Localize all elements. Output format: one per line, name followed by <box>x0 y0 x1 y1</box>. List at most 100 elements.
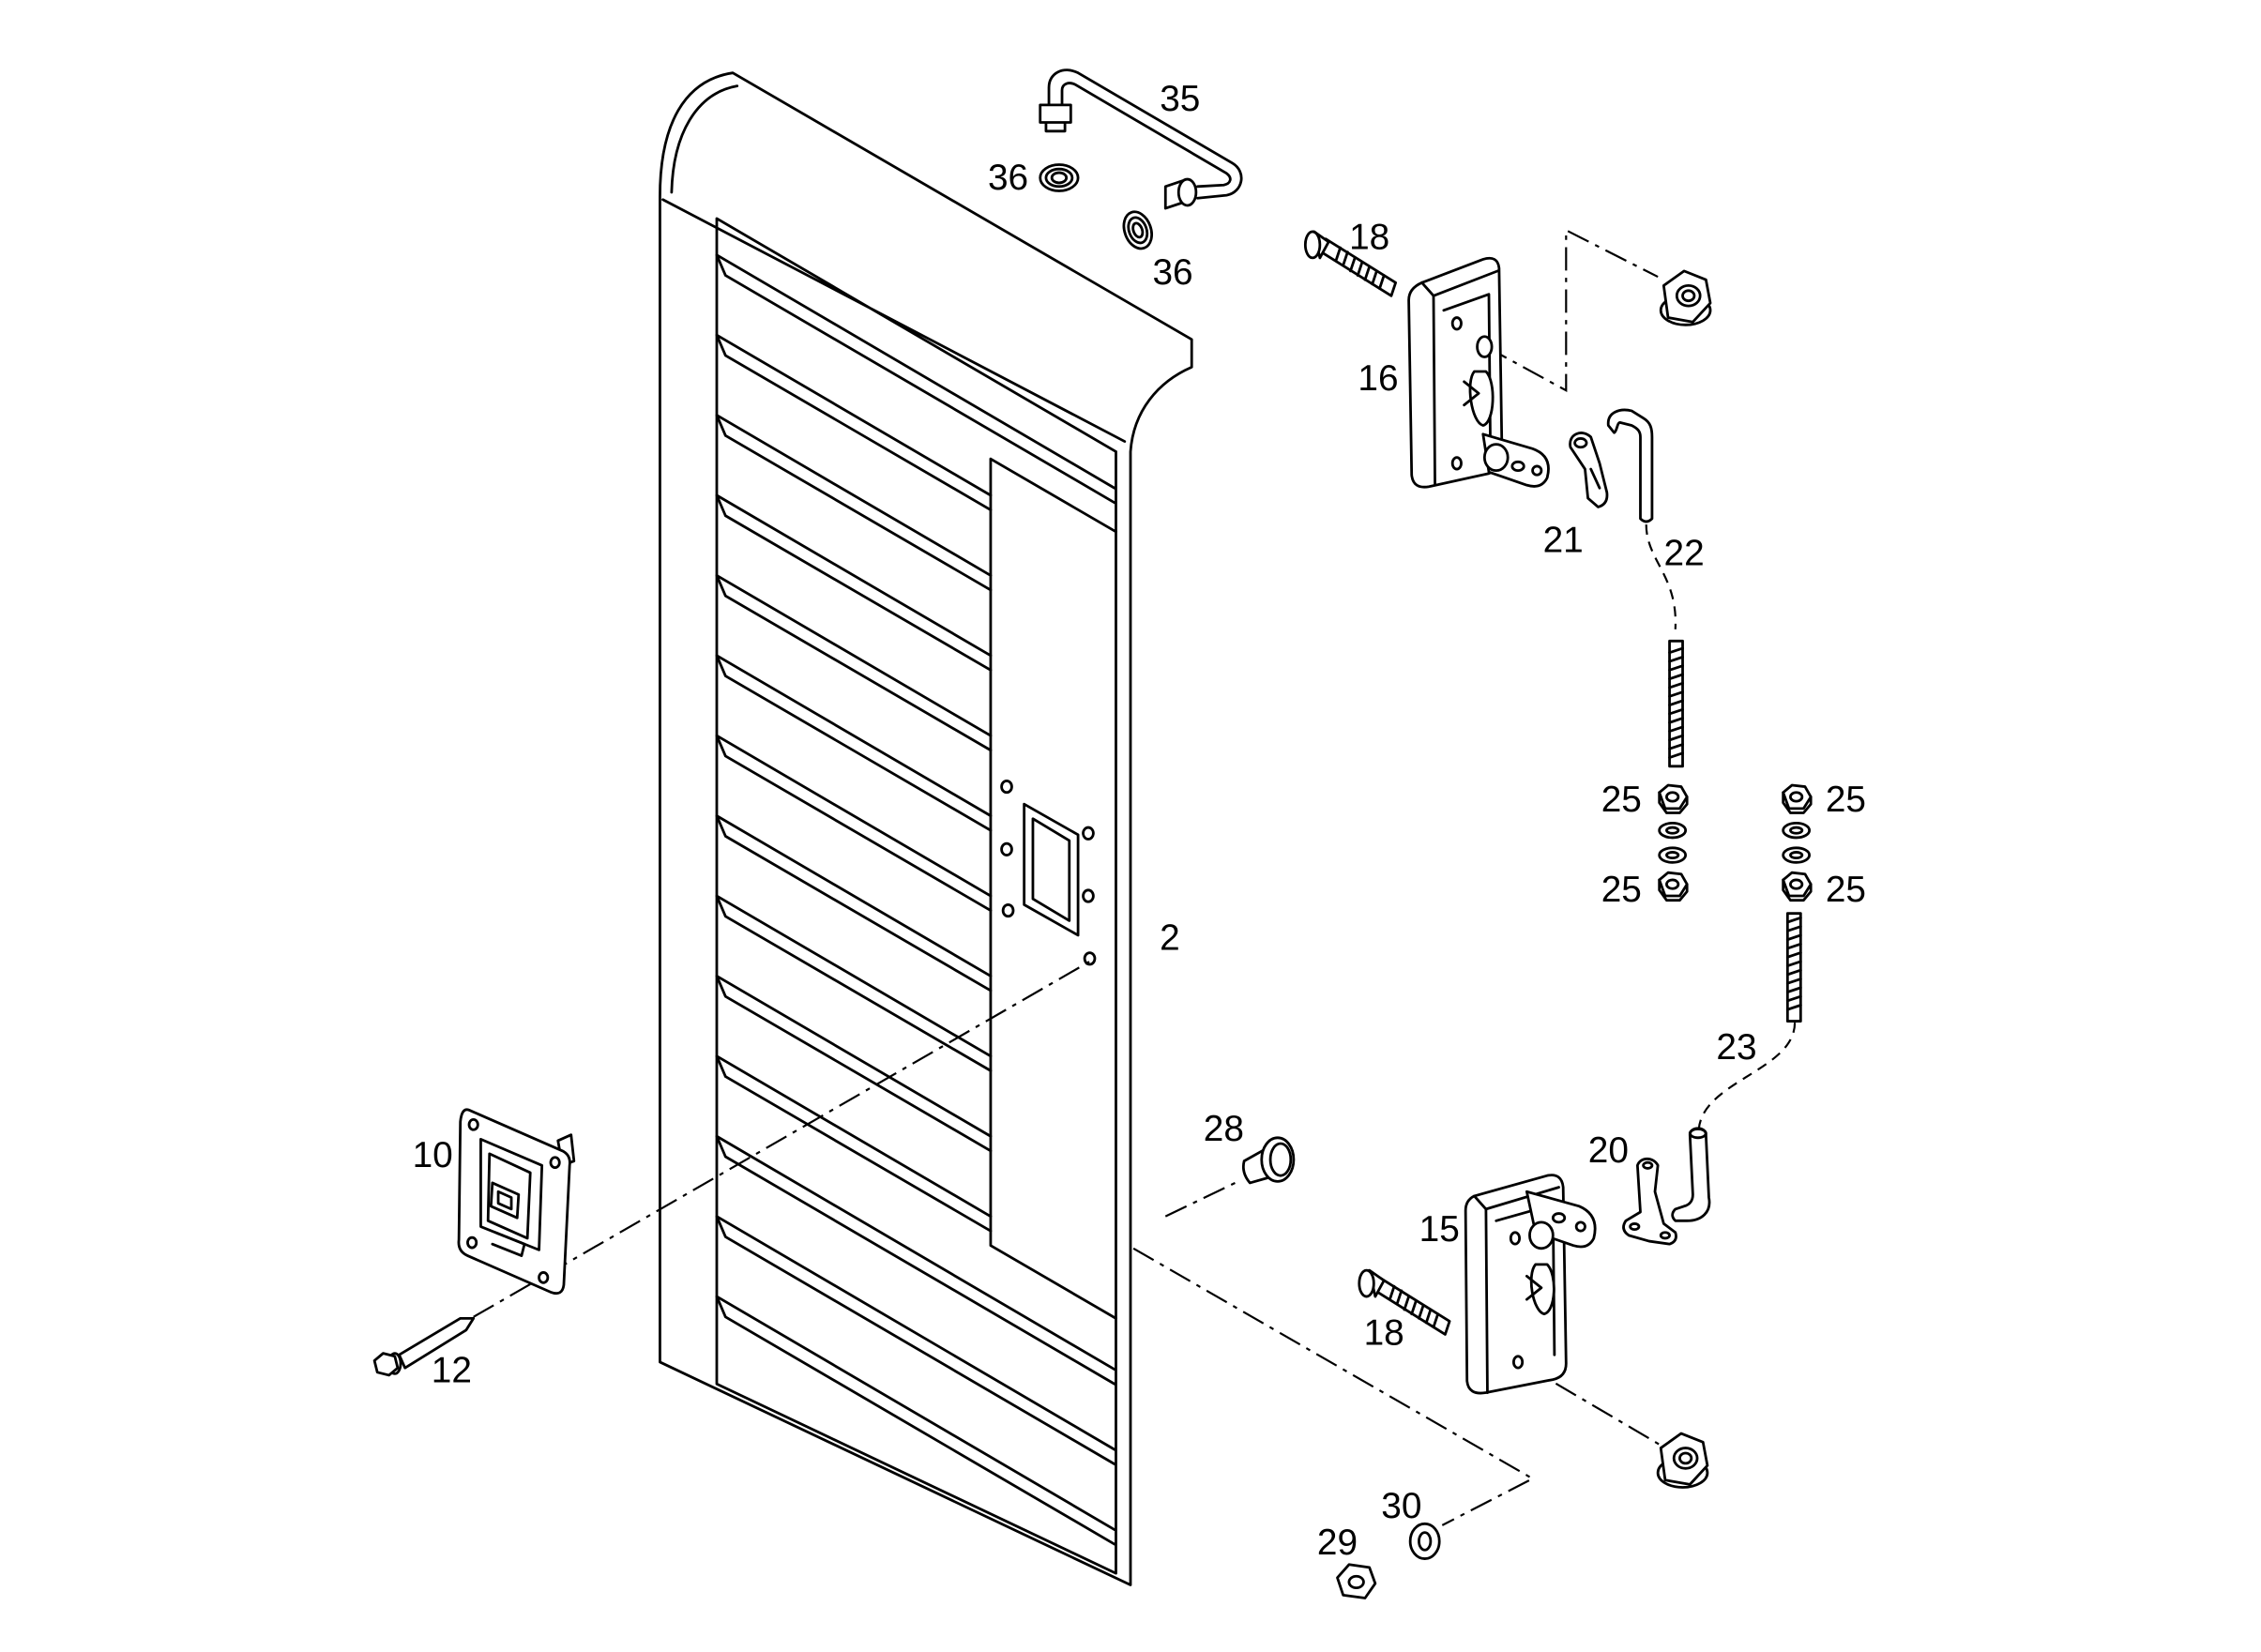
mounting-hole <box>1000 841 1013 856</box>
lever-pin <box>1528 1220 1555 1250</box>
bolt-thread <box>1388 1284 1440 1329</box>
lock-hole <box>1450 456 1463 471</box>
callout-23: 23 <box>1716 1027 1756 1068</box>
bolt-thread <box>1334 246 1386 290</box>
bolt-shank <box>398 1316 476 1370</box>
louver-slat <box>715 414 993 592</box>
nut-side <box>1782 791 1813 814</box>
louver-slat <box>715 814 993 993</box>
washer-hole <box>1050 171 1069 185</box>
nut <box>1782 871 1813 898</box>
mounting-hole <box>1082 888 1095 903</box>
door-outline <box>659 71 1193 1586</box>
clip-body <box>1569 432 1609 508</box>
mounting-hole <box>1001 902 1015 918</box>
washer-hole <box>1665 826 1680 835</box>
clip-hole <box>1629 1222 1641 1232</box>
rod-end <box>1688 1128 1707 1140</box>
lock-notch <box>1463 380 1480 407</box>
flange-nut-upper <box>1659 269 1712 326</box>
callout-22: 22 <box>1663 534 1704 574</box>
tube-body <box>1047 68 1243 200</box>
lever-hole <box>1574 1220 1586 1233</box>
washer-hole <box>1789 826 1804 835</box>
lock-hole <box>1511 1355 1525 1370</box>
leader-lines <box>473 228 1797 1526</box>
callout-2: 2 <box>1160 917 1180 958</box>
callout-21: 21 <box>1543 521 1584 561</box>
leader-line-washer <box>1132 1247 1535 1526</box>
door-panel <box>659 71 1193 1586</box>
leader-line-latch <box>473 960 1091 1318</box>
plate-hole <box>538 1271 550 1284</box>
washer-hole <box>1665 851 1680 860</box>
nut-hole <box>1789 878 1804 890</box>
bolt-head <box>1303 230 1322 260</box>
callout-25-lower-right: 25 <box>1826 870 1866 910</box>
lever-pin <box>1482 443 1510 473</box>
door-edge-lines <box>661 84 1127 1575</box>
leader-line-rod-upper <box>1645 524 1677 629</box>
lock-body-lower <box>1464 1174 1597 1395</box>
nut <box>1658 783 1689 811</box>
part-callouts: 35 36 36 18 16 21 22 25 25 25 25 2 23 28… <box>413 79 1866 1563</box>
callout-30: 30 <box>1381 1486 1421 1526</box>
nut-hole <box>1675 284 1702 308</box>
nut-stack-left <box>1658 783 1689 902</box>
louver-slat <box>715 493 993 672</box>
callout-25-upper-left: 25 <box>1601 780 1642 820</box>
flange-nut-lower <box>1656 1432 1709 1489</box>
latch-handle-detail <box>491 1190 526 1257</box>
washer <box>1658 821 1688 840</box>
callout-18-upper: 18 <box>1349 218 1389 258</box>
rod-thread <box>1668 646 1684 759</box>
nut <box>1782 783 1813 811</box>
nut-hole <box>1665 878 1680 890</box>
washer-hole <box>1418 1531 1433 1552</box>
washer-30 <box>1408 1522 1441 1560</box>
lever-hole <box>1510 460 1525 473</box>
nut-hex <box>1662 269 1712 324</box>
callout-20: 20 <box>1588 1130 1629 1171</box>
nut-29 <box>1336 1563 1377 1599</box>
louver-slat <box>715 1054 993 1233</box>
callout-29: 29 <box>1317 1523 1358 1563</box>
handle-recess <box>1023 802 1080 937</box>
nut-hole <box>1347 1574 1365 1590</box>
nut-hex <box>1659 1432 1709 1486</box>
plate-hole <box>549 1156 561 1170</box>
callout-12: 12 <box>432 1351 472 1391</box>
callout-25-upper-right: 25 <box>1826 780 1866 820</box>
nut-hole <box>1789 791 1804 803</box>
nut-hex <box>1336 1563 1377 1599</box>
louvers <box>715 253 1116 1546</box>
leader-line-upper-lock <box>1485 228 1659 393</box>
clip-body <box>1622 1157 1677 1246</box>
callout-15: 15 <box>1419 1209 1460 1250</box>
callout-10: 10 <box>413 1135 453 1175</box>
plug-28 <box>1241 1136 1296 1185</box>
bolt-head <box>1358 1268 1375 1298</box>
louver-slat <box>715 1215 1116 1466</box>
louver-slat <box>715 975 993 1153</box>
louver-slat <box>715 654 993 832</box>
nut-hole-inner <box>1678 1451 1693 1465</box>
nut-side <box>1658 878 1689 902</box>
nut <box>1658 871 1689 898</box>
louver-slat <box>715 333 993 511</box>
rod-body <box>1671 1127 1711 1222</box>
latch-frame <box>479 1137 544 1251</box>
lock-hole <box>1509 1231 1522 1246</box>
washer-36-upper <box>1039 163 1080 192</box>
callout-36-right: 36 <box>1152 252 1192 293</box>
nut-side <box>1658 791 1689 814</box>
washer-ring <box>1044 167 1074 189</box>
nut-hole <box>1672 1447 1699 1470</box>
washer-hole <box>1789 851 1804 860</box>
tube-fitting-nut <box>1039 103 1072 133</box>
louver-slat <box>715 253 1116 505</box>
callout-28: 28 <box>1204 1109 1244 1149</box>
lock-hole <box>1450 316 1463 331</box>
clip-hole <box>1642 1160 1654 1170</box>
louver-slat <box>715 734 993 912</box>
